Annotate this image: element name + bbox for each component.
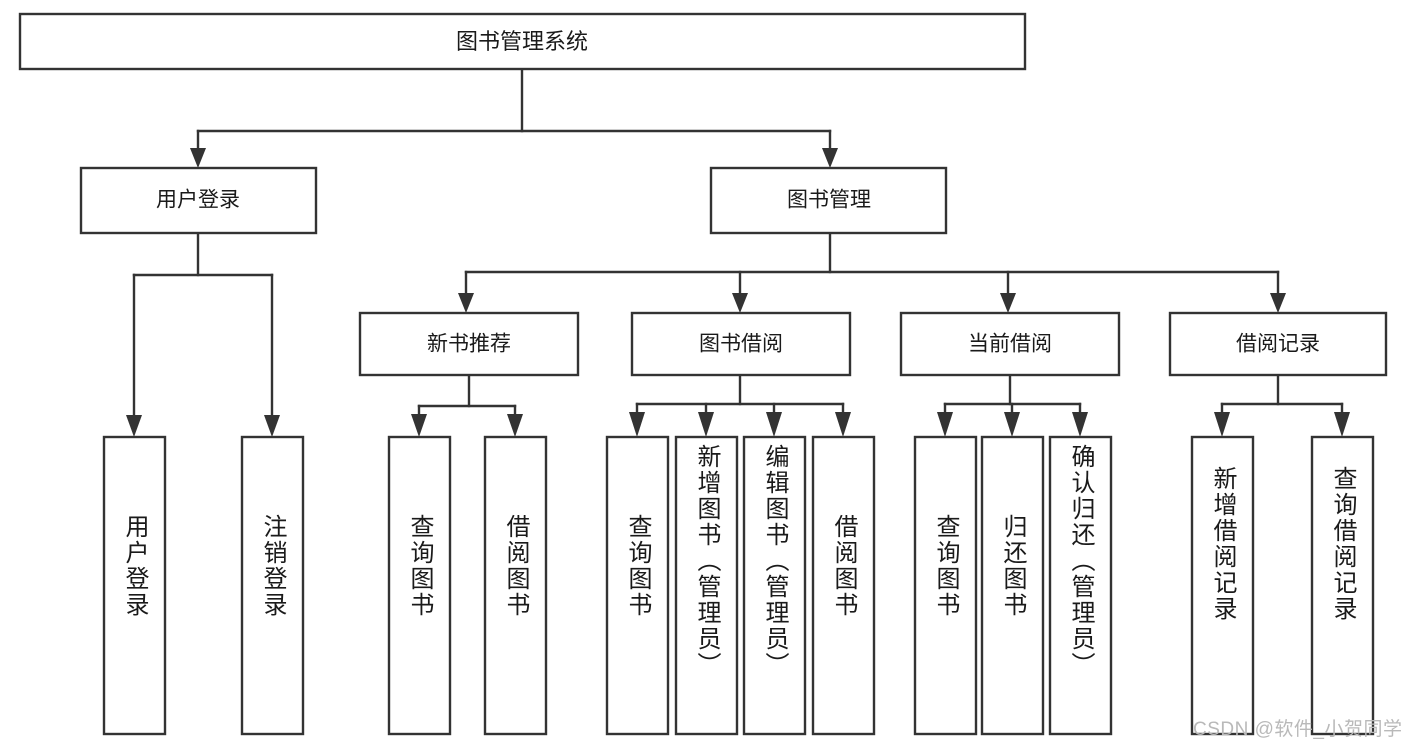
arrow-to-leaf-confirm-return: [1072, 412, 1088, 437]
node-borrow-record-box[interactable]: [1168, 311, 1388, 377]
arrow-to-book-borrow: [732, 293, 748, 313]
node-book-management-label: 图书管理: [787, 189, 871, 212]
node-root-box[interactable]: [18, 12, 1027, 71]
node-current-borrow-label: 当前借阅: [968, 333, 1052, 356]
leaf-box-query-book-2[interactable]: [605, 435, 670, 736]
leaf-box-logout-login[interactable]: [240, 435, 305, 736]
leaf-box-add-record[interactable]: [1190, 435, 1255, 736]
leaf-box-query-book-1[interactable]: [387, 435, 452, 736]
leaf-box-edit-book[interactable]: [742, 435, 807, 736]
node-user-login-label: 用户登录: [156, 189, 240, 212]
leaf-box-query-book-3[interactable]: [913, 435, 978, 736]
arrow-to-current-borrow: [1000, 293, 1016, 313]
leaf-box-borrow-book-1[interactable]: [483, 435, 548, 736]
node-new-book-recommend[interactable]: 新书推荐: [358, 311, 580, 377]
leaf-box-query-record[interactable]: [1310, 435, 1375, 736]
arrow-to-leaf-query-book-1: [411, 414, 427, 437]
node-user-login-box[interactable]: [79, 166, 318, 235]
arrow-to-leaf-query-book-3: [937, 412, 953, 437]
leaf-box-user-login[interactable]: [102, 435, 167, 736]
connector-group: [126, 67, 1350, 437]
arrow-to-leaf-logout-login: [264, 415, 280, 437]
node-current-borrow-box[interactable]: [899, 311, 1121, 377]
leaf-box-confirm-return[interactable]: [1048, 435, 1113, 736]
arrow-to-leaf-query-record: [1334, 412, 1350, 437]
arrow-to-book-management: [822, 148, 838, 168]
leaf-box-borrow-book-2[interactable]: [811, 435, 876, 736]
arrow-to-leaf-add-book: [698, 412, 714, 437]
node-root-label: 图书管理系统: [456, 29, 588, 54]
node-book-borrow-label: 图书借阅: [699, 333, 783, 356]
node-new-book-recommend-label: 新书推荐: [427, 333, 511, 356]
node-borrow-record[interactable]: 借阅记录: [1168, 311, 1388, 377]
node-book-management[interactable]: 图书管理: [709, 166, 948, 235]
node-current-borrow[interactable]: 当前借阅: [899, 311, 1121, 377]
node-new-book-recommend-box[interactable]: [358, 311, 580, 377]
arrow-to-new-book-recommend: [458, 293, 474, 313]
arrow-to-leaf-borrow-book-1: [507, 414, 523, 437]
node-book-borrow[interactable]: 图书借阅: [630, 311, 852, 377]
node-borrow-record-label: 借阅记录: [1236, 333, 1320, 356]
arrow-to-leaf-borrow-book-2: [835, 412, 851, 437]
node-book-borrow-box[interactable]: [630, 311, 852, 377]
arrow-to-user-login: [190, 148, 206, 168]
leaf-box-return-book[interactable]: [980, 435, 1045, 736]
arrow-to-leaf-user-login: [126, 415, 142, 437]
arrow-to-leaf-query-book-2: [629, 412, 645, 437]
arrow-to-leaf-edit-book: [766, 412, 782, 437]
arrow-to-leaf-return-book: [1004, 412, 1020, 437]
leaf-box-add-book[interactable]: [674, 435, 739, 736]
arrow-to-leaf-add-record: [1214, 412, 1230, 437]
node-user-login[interactable]: 用户登录: [79, 166, 318, 235]
arrow-to-borrow-record: [1270, 293, 1286, 313]
node-book-management-box[interactable]: [709, 166, 948, 235]
node-root[interactable]: 图书管理系统: [18, 12, 1027, 71]
